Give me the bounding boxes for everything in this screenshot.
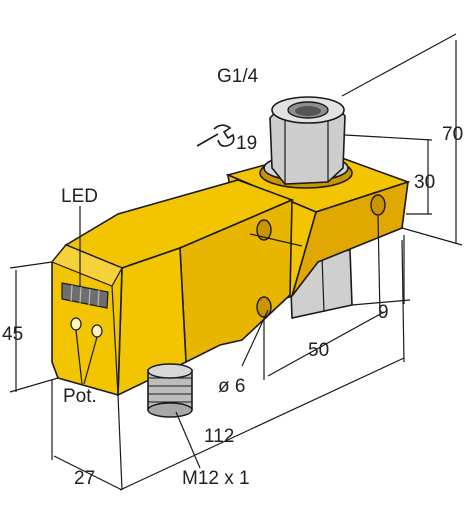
mounting-hole-lower <box>256 296 272 318</box>
wrench-size-label: 19 <box>236 133 257 154</box>
main-housing <box>51 179 295 397</box>
width-label: 27 <box>74 468 95 489</box>
pot-label: Pot. <box>63 386 97 407</box>
connector-label: M12 x 1 <box>182 468 250 489</box>
height-mid-label: 30 <box>414 172 435 193</box>
mounting-hole-rear <box>370 194 386 216</box>
top-fitting <box>259 96 353 189</box>
height-left-label: 45 <box>2 324 23 345</box>
mounting-hole-upper <box>256 219 272 241</box>
hole-spacing-label: 50 <box>308 340 329 361</box>
mounting-holes <box>256 194 386 318</box>
offset-small-label: 9 <box>378 302 389 323</box>
wrench-icon <box>196 124 235 147</box>
led-bar <box>61 282 109 309</box>
m12-connector <box>147 363 193 418</box>
dimension-lines <box>9 33 463 491</box>
thread-label: G1/4 <box>217 66 259 87</box>
hole-diameter-label: ø 6 <box>218 376 245 397</box>
height-total-label: 70 <box>442 124 463 145</box>
length-label: 112 <box>204 426 234 447</box>
led-label: LED <box>61 186 98 207</box>
